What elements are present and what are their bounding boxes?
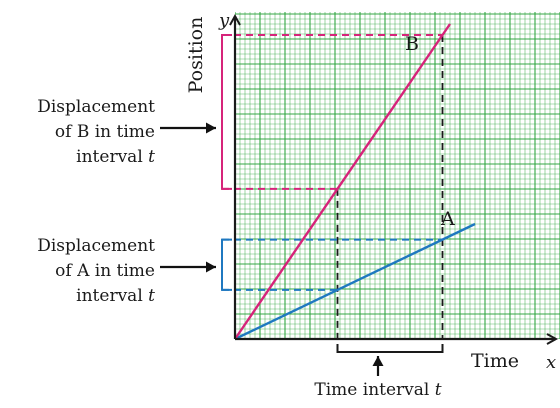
displacement-b-label-line3: interval t xyxy=(76,147,155,167)
axes xyxy=(229,13,559,345)
arrow-time-interval-head xyxy=(372,356,384,366)
bracket-time-interval xyxy=(336,344,444,353)
arrow-displacement-a-head xyxy=(206,261,216,273)
displacement-a-label-line3: interval t xyxy=(76,286,155,306)
series-a-label: A xyxy=(440,208,455,230)
series-b-label: B xyxy=(405,33,419,55)
series-a-line xyxy=(234,222,476,341)
bracket-displacement-a xyxy=(221,238,232,291)
displacement-b-label-line2: of B in time xyxy=(55,122,155,142)
series-lines xyxy=(234,23,476,341)
displacement-a-label-line1: Displacement xyxy=(37,236,155,256)
annotation-arrows xyxy=(160,122,384,376)
x-axis-arrow xyxy=(546,333,559,345)
arrow-displacement-b-head xyxy=(206,122,216,134)
displacement-b-label-line1: Displacement xyxy=(37,97,155,117)
guides xyxy=(221,33,444,353)
x-axis-label: Time xyxy=(471,350,519,372)
series-b-line xyxy=(234,23,451,340)
x-axis-symbol: x xyxy=(546,352,556,373)
y-axis-symbol: y xyxy=(218,10,230,31)
y-axis-arrow xyxy=(229,13,241,26)
bracket-displacement-b xyxy=(221,33,232,190)
displacement-a-label-line2: of A in time xyxy=(55,261,155,281)
time-interval-label: Time interval t xyxy=(314,380,441,400)
y-axis-label: Position xyxy=(185,17,207,94)
